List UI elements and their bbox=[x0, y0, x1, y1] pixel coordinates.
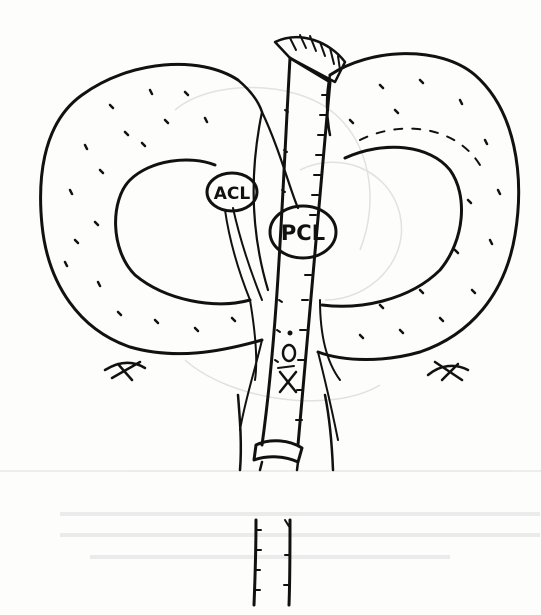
bleed-through bbox=[0, 88, 541, 560]
pcl-label: PCL bbox=[281, 221, 325, 245]
anchor-marks bbox=[105, 362, 468, 380]
acl-label-badge: ACL bbox=[207, 173, 257, 211]
acl-label: ACL bbox=[214, 184, 251, 204]
right-meniscus bbox=[318, 54, 519, 360]
tibial-tunnel bbox=[238, 395, 333, 605]
left-meniscus bbox=[41, 64, 262, 353]
bone-block bbox=[275, 35, 345, 82]
